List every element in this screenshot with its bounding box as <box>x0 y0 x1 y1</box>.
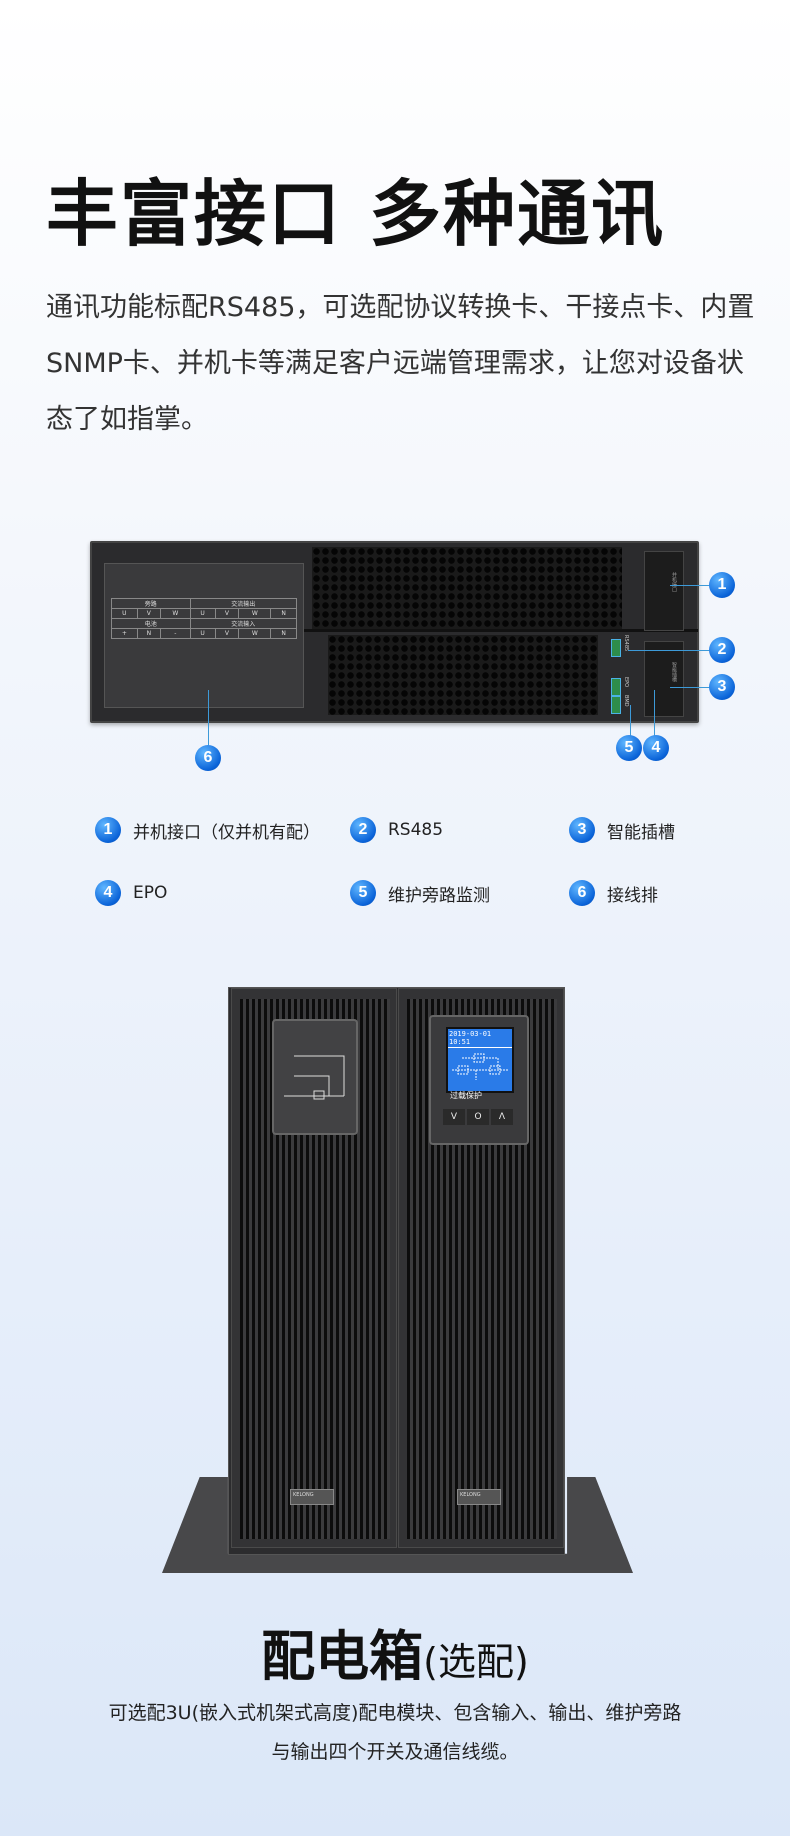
control-panel: 2019-03-01 10:51 过载保护 V O Λ <box>429 1015 529 1145</box>
brand-logo: KELONG <box>457 1489 501 1505</box>
description: 通讯功能标配RS485，可选配协议转换卡、干接点卡、内置SNMP卡、并机卡等满足… <box>46 292 755 435</box>
callout-4: 4 <box>643 735 669 761</box>
down-button[interactable]: V <box>443 1109 465 1125</box>
mimic-panel <box>272 1019 358 1135</box>
callout-5: 5 <box>616 735 642 761</box>
bmd-connector <box>611 696 621 714</box>
section-title: 配电箱(选配) <box>261 1625 529 1688</box>
callout-1: 1 <box>709 572 735 598</box>
ups-tower-image: KELONG 2019-03-01 10:51 过载保护 V O Λ KELON… <box>228 987 565 1555</box>
parallel-slot: 并机接口 <box>644 551 684 631</box>
section-description-line1: 可选配3U(嵌入式机架式高度)配电模块、包含输入、输出、维护旁路 <box>108 1702 682 1724</box>
callout-6: 6 <box>195 745 221 771</box>
lcd-screen: 2019-03-01 10:51 过载保护 <box>446 1027 514 1100</box>
up-button[interactable]: Λ <box>491 1109 513 1125</box>
rs485-connector <box>611 639 621 657</box>
epo-connector <box>611 678 621 696</box>
callout-2: 2 <box>709 637 735 663</box>
smart-slot: 智能插槽 <box>644 641 684 717</box>
callout-3: 3 <box>709 674 735 700</box>
brand-logo: KELONG <box>290 1489 334 1505</box>
page-title: 丰富接口 多种通讯 <box>46 172 666 256</box>
enter-button[interactable]: O <box>467 1109 489 1125</box>
section-description-line2: 与输出四个开关及通信线缆。 <box>271 1741 519 1763</box>
